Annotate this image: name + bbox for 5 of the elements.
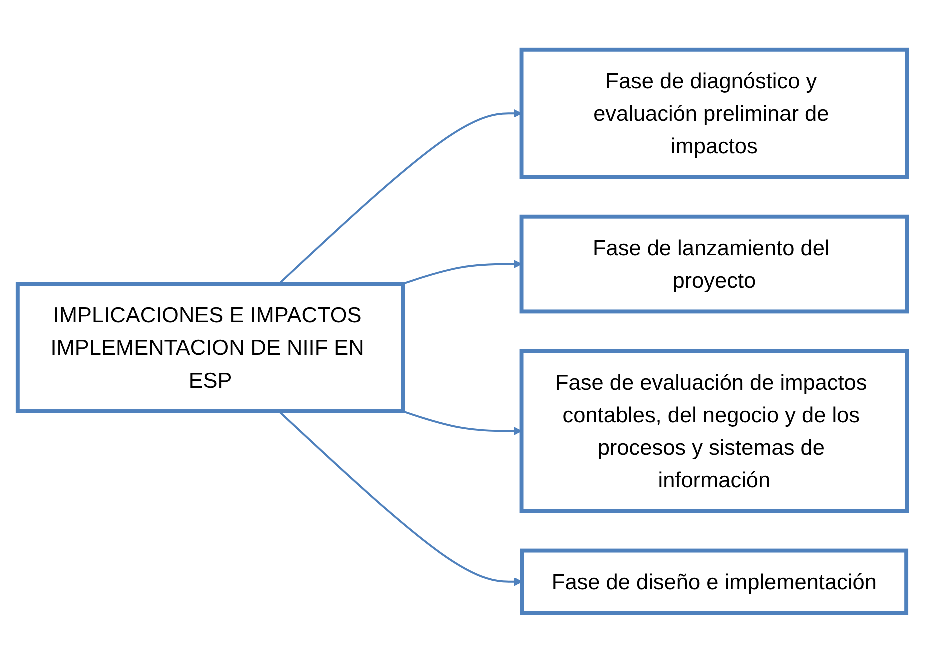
node-box: Fase de diseño e implementación [520, 548, 909, 615]
node-box: Fase de lanzamiento del proyecto [520, 214, 910, 314]
node-box: Fase de diagnóstico y evaluación preliminar de impactos [520, 47, 910, 179]
node-box: IMPLICACIONES E IMPACTOS IMPLEMENTACION DE NIIF EN ESP [16, 282, 406, 413]
node-box: Fase de evaluación de impactos contables, del negocio y de los procesos y sistemas de información [520, 348, 910, 513]
